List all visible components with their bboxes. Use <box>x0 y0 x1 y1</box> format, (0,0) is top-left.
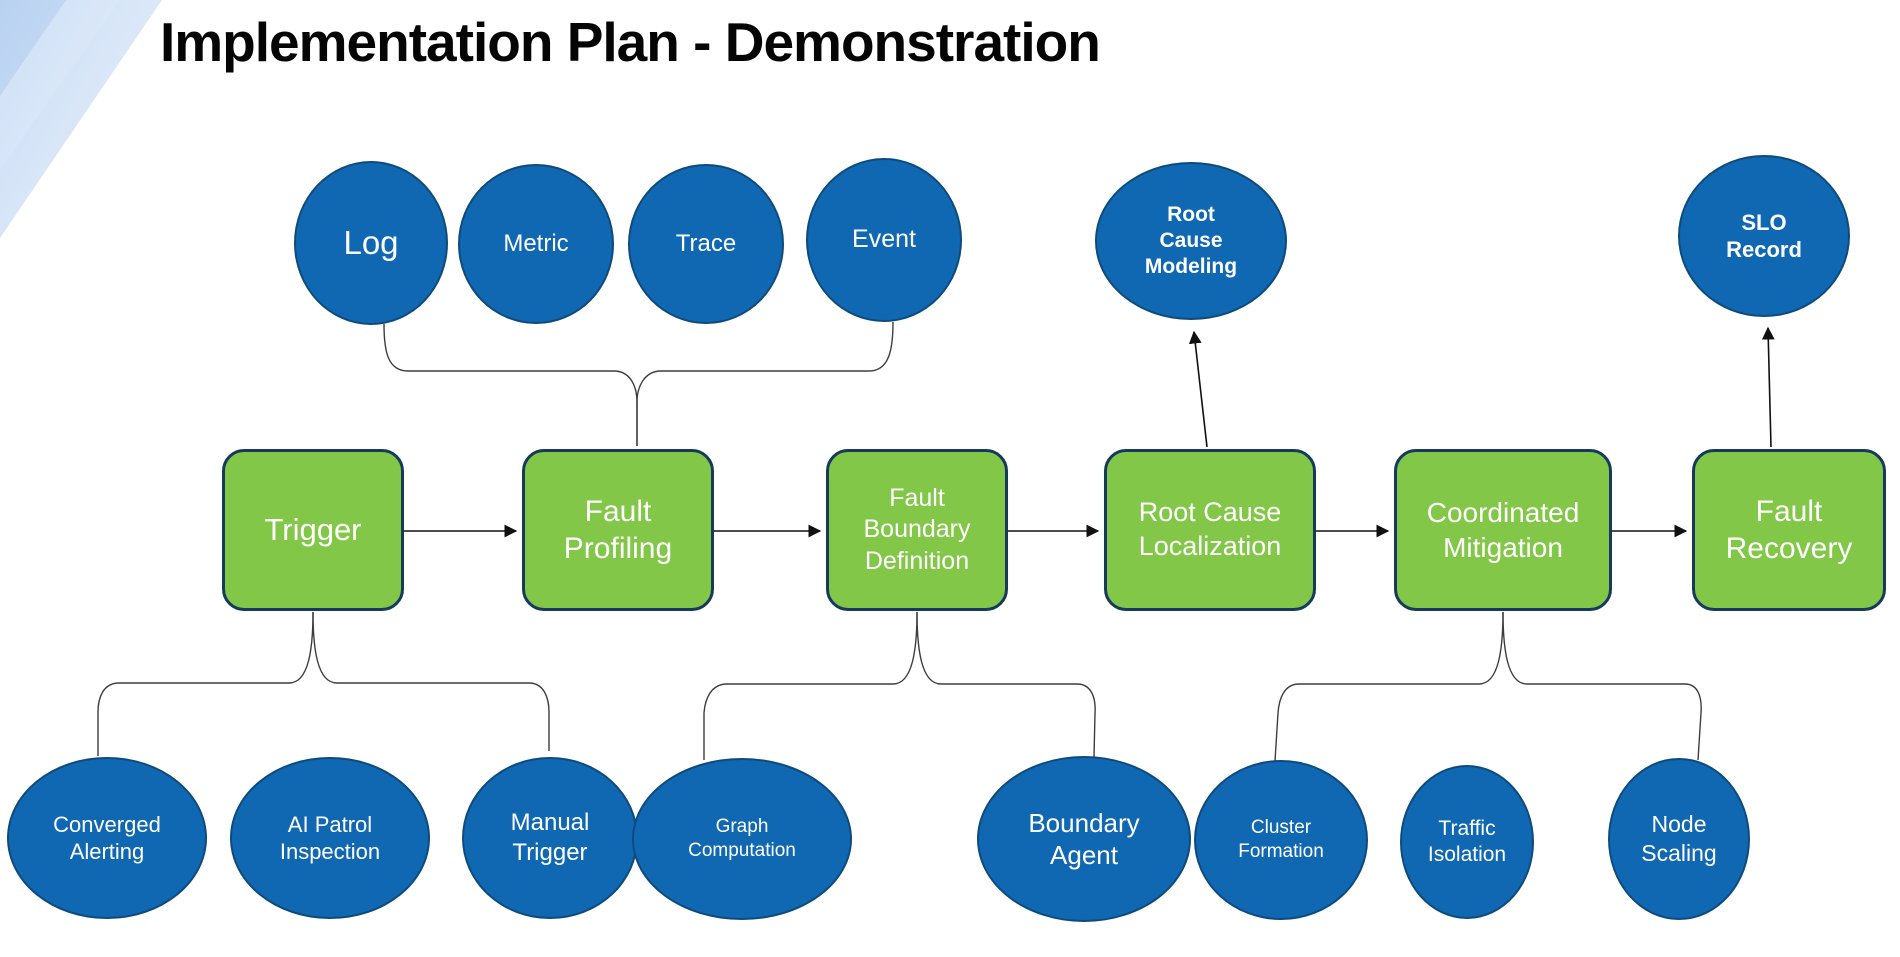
stage-fault-profiling-label: Fault Profiling <box>563 494 673 566</box>
connector-log-to-fault-profiling <box>383 323 638 446</box>
stage-root-cause-localization-label: Root Cause Localization <box>1138 497 1282 561</box>
node-cluster-formation: Cluster Formation <box>1194 760 1368 920</box>
stage-coordinated-mitigation: Coordinated Mitigation <box>1394 449 1612 611</box>
node-event-label: Event <box>852 225 916 254</box>
stage-fault-recovery: Fault Recovery <box>1692 449 1886 611</box>
node-root-cause-modeling: Root Cause Modeling <box>1095 162 1287 320</box>
node-manual-trigger: Manual Trigger <box>462 757 638 919</box>
node-trace-label: Trace <box>675 230 737 257</box>
node-slo-record: SLO Record <box>1678 155 1850 317</box>
node-converged-alerting-label: Converged Alerting <box>53 811 161 865</box>
stage-trigger-label: Trigger <box>264 511 362 547</box>
node-trace: Trace <box>628 164 784 324</box>
node-cluster-formation-label: Cluster Formation <box>1238 817 1324 862</box>
node-log: Log <box>294 161 448 325</box>
stage-fault-boundary-definition: Fault Boundary Definition <box>826 449 1008 611</box>
node-boundary-agent: Boundary Agent <box>977 756 1191 922</box>
connector-mitigation-to-cluster-formation <box>1274 611 1504 762</box>
arrow-fault-recovery-to-slo-record <box>1761 326 1775 448</box>
connector-trigger-to-manual-trigger <box>312 611 550 751</box>
connector-trigger-to-converged-alerting <box>97 611 314 756</box>
page-title: Implementation Plan - Demonstration <box>160 11 1101 73</box>
connector-mitigation-to-node-scaling <box>1502 611 1702 761</box>
node-ai-patrol-inspection-label: AI Patrol Inspection <box>279 811 381 865</box>
stage-fault-recovery-label: Fault Recovery <box>1725 494 1853 566</box>
stage-fault-profiling: Fault Profiling <box>522 449 714 611</box>
stage-root-cause-localization: Root Cause Localization <box>1104 449 1316 611</box>
node-traffic-isolation: Traffic Isolation <box>1400 765 1534 919</box>
node-root-cause-modeling-label: Root Cause Modeling <box>1144 202 1238 279</box>
node-manual-trigger-label: Manual Trigger <box>510 809 590 866</box>
connector-boundary-definition-to-graph-computation <box>703 611 918 760</box>
node-event: Event <box>806 158 962 322</box>
node-node-scaling: Node Scaling <box>1608 758 1750 920</box>
node-ai-patrol-inspection: AI Patrol Inspection <box>230 757 430 919</box>
node-graph-computation-label: Graph Computation <box>688 816 796 861</box>
node-converged-alerting: Converged Alerting <box>7 757 207 919</box>
node-traffic-isolation-label: Traffic Isolation <box>1427 816 1507 866</box>
node-slo-record-label: SLO Record <box>1726 209 1802 263</box>
node-log-label: Log <box>343 224 399 262</box>
node-metric-label: Metric <box>503 230 569 257</box>
connector-event-to-fault-profiling <box>636 321 894 446</box>
node-node-scaling-label: Node Scaling <box>1641 811 1717 866</box>
connector-boundary-definition-to-boundary-agent <box>916 611 1096 758</box>
stage-coordinated-mitigation-label: Coordinated Mitigation <box>1426 497 1580 563</box>
node-graph-computation: Graph Computation <box>632 758 852 920</box>
node-metric: Metric <box>458 164 614 324</box>
stage-fault-boundary-definition-label: Fault Boundary Definition <box>863 484 971 575</box>
arrow-localization-to-root-cause-modeling <box>1188 330 1208 448</box>
node-boundary-agent-label: Boundary Agent <box>1028 807 1140 871</box>
stage-trigger: Trigger <box>222 449 404 611</box>
